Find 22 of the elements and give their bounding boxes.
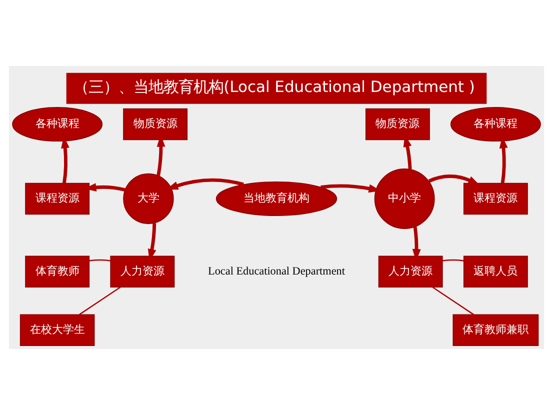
node-box: 课程资源 xyxy=(463,182,528,215)
diagram-title: （三）、当地教育机构(Local Educational Department ) xyxy=(74,78,475,96)
node-ellipse: 各种课程 xyxy=(450,107,541,142)
node-box: 返聘人员 xyxy=(463,256,528,288)
label: Local Educational Department xyxy=(208,266,345,278)
connector xyxy=(442,259,464,262)
node-box: 课程资源 xyxy=(25,182,90,215)
connector xyxy=(78,286,121,316)
node-box: 物质资源 xyxy=(365,108,430,140)
node-box: 体育教师 xyxy=(25,256,90,288)
node-ellipse: 当地教育机构 xyxy=(216,181,338,216)
node-box: 人力资源 xyxy=(110,256,175,288)
node-box: 人力资源 xyxy=(378,256,443,288)
connector xyxy=(89,259,110,262)
node-box: 物质资源 xyxy=(123,108,188,140)
node-box: 体育教师兼职 xyxy=(452,314,539,346)
node-ellipse: 各种课程 xyxy=(12,107,103,142)
arrow xyxy=(428,174,480,186)
node-circle: 中小学 xyxy=(374,168,435,229)
connector xyxy=(432,286,474,316)
node-box: 在校大学生 xyxy=(20,314,95,346)
node-circle: 大学 xyxy=(123,173,174,224)
